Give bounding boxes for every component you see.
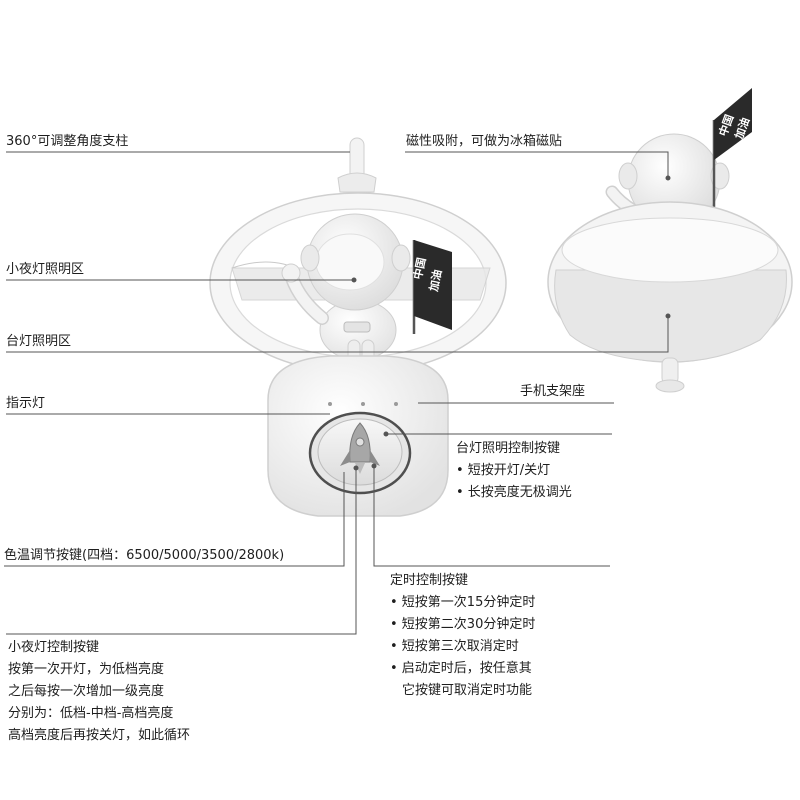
flag-text-2: 加油 [426,268,444,293]
label-desk-area: 台灯照明区 [6,334,72,349]
timer-button-item: • 短按第三次取消定时 [390,639,519,654]
front-lamp [209,137,507,517]
night-button-title: 小夜灯控制按键 [8,640,100,655]
indicator-light [328,402,332,406]
night-button-info: 小夜灯控制按键 按第一次开灯，为低档亮度 之后每按一次增加一级亮度 分别为：低档… [8,637,190,747]
timer-button-title: 定时控制按键 [390,573,469,588]
night-button-line: 高档亮度后再按关灯，如此循环 [8,728,191,743]
night-button-line: 之后每按一次增加一级亮度 [8,684,165,699]
timer-button-item: • 启动定时后，按任意其 [390,661,532,676]
leader-magnet [405,151,669,178]
night-button-line: 按第一次开灯，为低档亮度 [8,662,165,677]
desk-button-info: 台灯照明控制按键 • 短按开灯/关灯 • 长按亮度无极调光 [456,438,572,504]
timer-button-item: • 短按第一次15分钟定时 [390,595,536,610]
timer-button-info: 定时控制按键 • 短按第一次15分钟定时 • 短按第二次30分钟定时 • 短按第… [390,570,535,702]
rocket-icon [340,422,380,474]
desk-button-item: • 长按亮度无极调光 [456,485,572,500]
leader-lines [4,151,671,635]
label-pole: 360°可调整角度支柱 [6,134,129,149]
label-color-temp: 色温调节按键(四档：6500/5000/3500/2800k) [4,548,285,563]
label-phone-stand: 手机支架座 [520,384,586,399]
timer-button-item: • 短按第二次30分钟定时 [390,617,536,632]
label-magnet: 磁性吸附，可做为冰箱磁贴 [406,134,563,149]
leader-desk-area [6,316,669,353]
flag-text-1: 中国 [410,256,428,280]
label-indicator: 指示灯 [6,396,46,411]
leader-timer-button [373,466,610,567]
label-night-area: 小夜灯照明区 [6,262,85,277]
flag [414,240,452,330]
leader-night-button [6,468,357,635]
timer-button-item: 它按键可取消定时功能 [402,683,533,698]
back-lamp [547,88,793,393]
leader-color-temp [4,472,345,567]
desk-button-item: • 短按开灯/关灯 [456,463,551,478]
night-button-line: 分别为：低档-中档-高档亮度 [8,706,174,721]
desk-button-title: 台灯照明控制按键 [456,441,561,456]
